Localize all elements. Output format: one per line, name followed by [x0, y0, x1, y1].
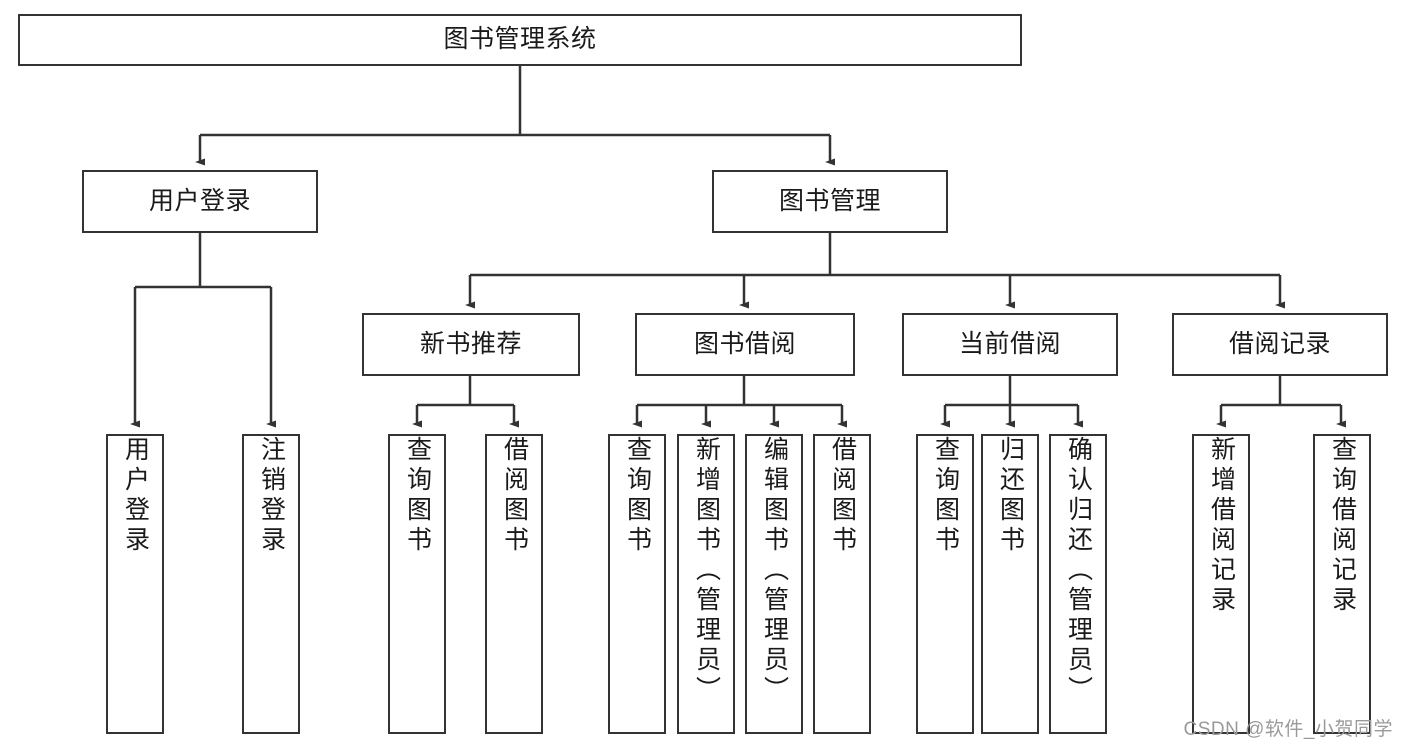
node-book-management[interactable]: 图书管理: [712, 170, 948, 233]
node-book-management-label: 图书管理: [778, 186, 881, 215]
leaf-label: 查询借阅记录: [1328, 436, 1357, 616]
node-borrow-record-label: 借阅记录: [1228, 329, 1331, 358]
leaf-book-borrow-edit[interactable]: 编辑图书（管理员）: [745, 434, 803, 734]
leaf-label: 查询图书: [403, 436, 432, 556]
leaf-user-login-logout[interactable]: 注销登录: [242, 434, 300, 734]
leaf-label: 归还图书: [996, 436, 1025, 556]
node-new-book-recommend[interactable]: 新书推荐: [362, 313, 580, 376]
leaf-borrow-record-add[interactable]: 新增借阅记录: [1192, 434, 1250, 734]
leaf-borrow-record-query[interactable]: 查询借阅记录: [1313, 434, 1371, 734]
node-current-borrow[interactable]: 当前借阅: [902, 313, 1118, 376]
node-user-login[interactable]: 用户登录: [82, 170, 318, 233]
leaf-book-borrow-query[interactable]: 查询图书: [608, 434, 666, 734]
node-root-label: 图书管理系统: [443, 25, 597, 54]
watermark: CSDN @软件_小贺同学: [1183, 719, 1393, 740]
leaf-new-book-query[interactable]: 查询图书: [388, 434, 446, 734]
node-book-borrow-label: 图书借阅: [693, 329, 796, 358]
leaf-user-login-login[interactable]: 用户登录: [106, 434, 164, 734]
node-current-borrow-label: 当前借阅: [958, 329, 1061, 358]
node-user-login-label: 用户登录: [148, 186, 251, 215]
leaf-current-borrow-confirm[interactable]: 确认归还（管理员）: [1049, 434, 1107, 734]
node-book-borrow[interactable]: 图书借阅: [635, 313, 855, 376]
leaf-label: 注销登录: [257, 436, 286, 556]
leaf-label: 确认归还（管理员）: [1064, 436, 1093, 706]
leaf-label: 编辑图书（管理员）: [760, 436, 789, 706]
node-root[interactable]: 图书管理系统: [18, 14, 1022, 66]
leaf-label: 借阅图书: [828, 436, 857, 556]
leaf-current-borrow-query[interactable]: 查询图书: [916, 434, 974, 734]
leaf-new-book-borrow[interactable]: 借阅图书: [485, 434, 543, 734]
node-borrow-record[interactable]: 借阅记录: [1172, 313, 1388, 376]
leaf-label: 用户登录: [121, 436, 150, 556]
leaf-label: 查询图书: [623, 436, 652, 556]
leaf-label: 新增图书（管理员）: [692, 436, 721, 706]
leaf-current-borrow-return[interactable]: 归还图书: [981, 434, 1039, 734]
leaf-label: 新增借阅记录: [1207, 436, 1236, 616]
leaf-book-borrow-add[interactable]: 新增图书（管理员）: [677, 434, 735, 734]
node-new-book-recommend-label: 新书推荐: [419, 329, 522, 358]
leaf-label: 借阅图书: [500, 436, 529, 556]
leaf-label: 查询图书: [931, 436, 960, 556]
leaf-book-borrow-borrow[interactable]: 借阅图书: [813, 434, 871, 734]
